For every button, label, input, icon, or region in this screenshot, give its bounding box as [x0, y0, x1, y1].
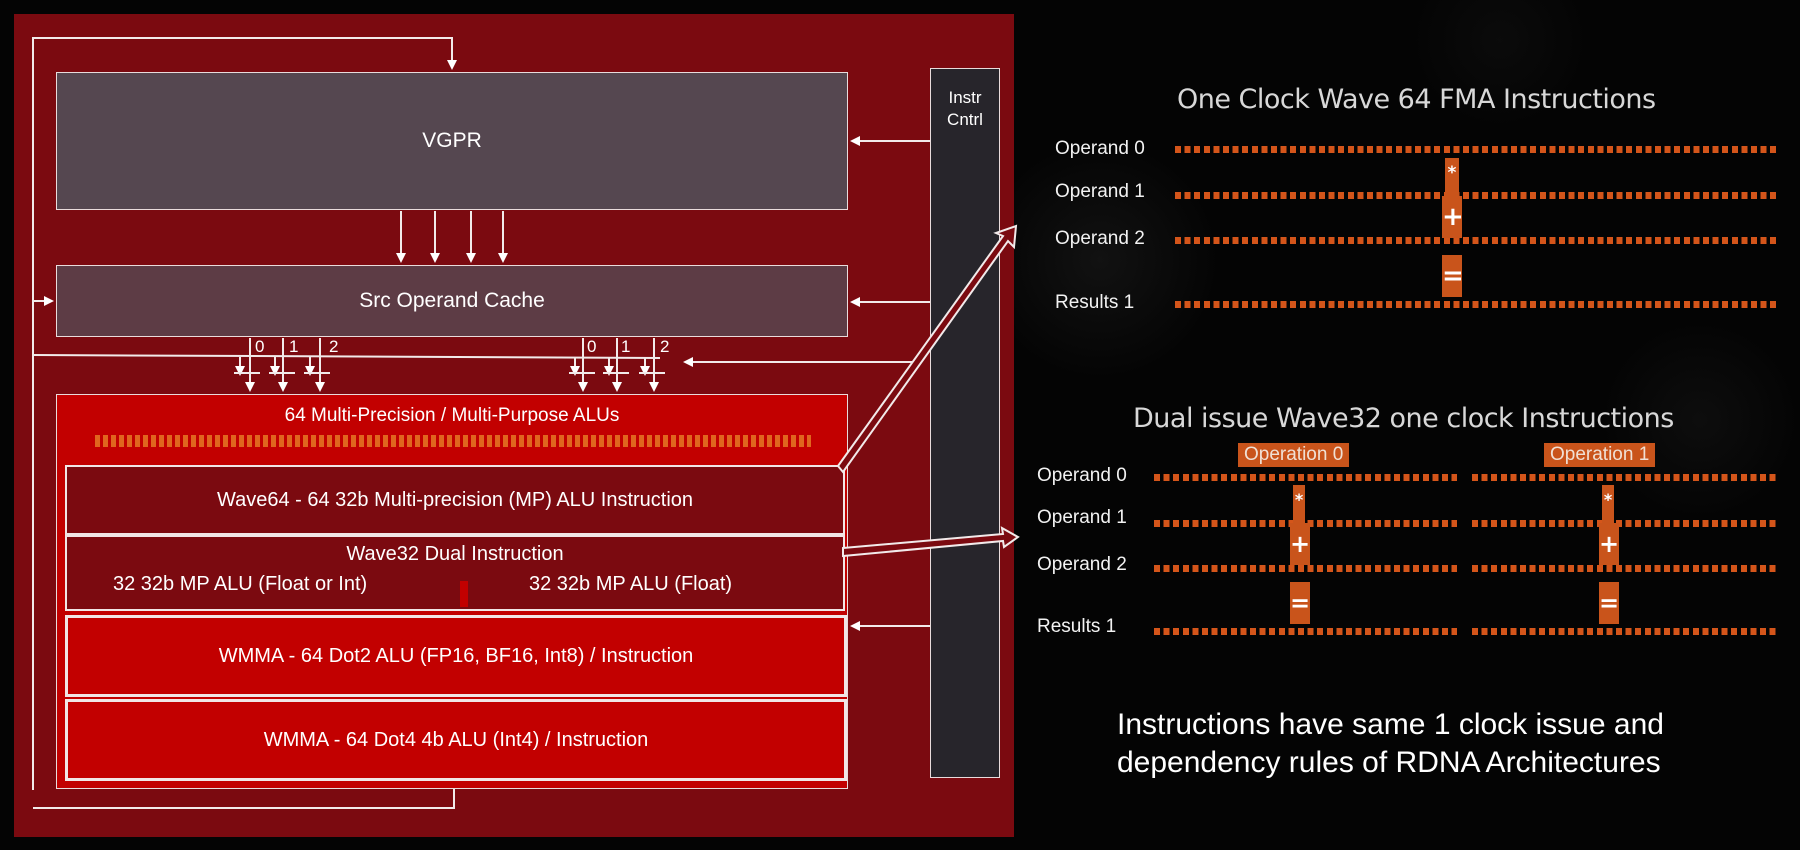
instr-cntrl-label: Instr Cntrl [947, 88, 983, 129]
op0-add-op: + [1290, 523, 1310, 565]
op0-operand-2-lanes [1154, 565, 1457, 572]
wave32-divider [460, 581, 468, 607]
wmma-dot2-row: WMMA - 64 Dot2 ALU (FP16, BF16, Int8) / … [65, 615, 847, 697]
dual-operand-2-label: Operand 2 [1037, 554, 1127, 575]
fma-section-title: One Clock Wave 64 FMA Instructions [1177, 84, 1656, 115]
vgpr-block: VGPR [56, 72, 848, 210]
op1-operand-0-lanes [1472, 474, 1778, 481]
src-operand-cache-label: Src Operand Cache [359, 289, 545, 312]
fma-operand-0-lanes [1175, 146, 1780, 153]
fma-add-op: + [1442, 196, 1464, 238]
wave32-title: Wave32 Dual Instruction [346, 543, 564, 565]
vgpr-label: VGPR [422, 129, 482, 152]
wave32-dual-row: Wave32 Dual Instruction 32 32b MP ALU (F… [65, 535, 845, 611]
dual-operand-1-label: Operand 1 [1037, 507, 1127, 528]
op1-multiply-op: * [1602, 485, 1614, 523]
wave64-row: Wave64 - 64 32b Multi-precision (MP) ALU… [65, 465, 845, 535]
wave32-left-alu: 32 32b MP ALU (Float or Int) [113, 573, 368, 595]
wmma-dot2-label: WMMA - 64 Dot2 ALU (FP16, BF16, Int8) / … [218, 644, 694, 667]
op0-results-lanes [1154, 628, 1457, 635]
dual-results-label: Results 1 [1037, 616, 1117, 637]
fma-results-lanes [1175, 301, 1780, 308]
fma-results-label: Results 1 [1055, 292, 1135, 313]
wave32-right-alu: 32 32b MP ALU (Float) [529, 573, 733, 595]
fma-operand-1-label: Operand 1 [1055, 181, 1145, 202]
op1-result-op: = [1599, 582, 1619, 624]
alu-lanes-strip [95, 435, 811, 447]
op1-results-lanes [1472, 628, 1778, 635]
fma-operand-0-label: Operand 0 [1055, 138, 1145, 159]
op0-operand-0-lanes [1154, 474, 1457, 481]
alu-group-title: 64 Multi-Precision / Multi-Purpose ALUs [284, 405, 620, 426]
dual-section-title: Dual issue Wave32 one clock Instructions [1133, 403, 1674, 434]
alu-group-block: 64 Multi-Precision / Multi-Purpose ALUs … [56, 394, 848, 789]
op0-result-op: = [1290, 582, 1310, 624]
fma-result-op: = [1442, 255, 1464, 297]
fma-operand-2-lanes [1175, 237, 1780, 244]
operation-1-header: Operation 1 [1544, 443, 1656, 467]
fma-operand-2-label: Operand 2 [1055, 228, 1145, 249]
src-operand-cache-block: Src Operand Cache [56, 265, 848, 337]
op0-multiply-op: * [1293, 485, 1305, 523]
fma-operand-1-lanes [1175, 192, 1780, 199]
op1-add-op: + [1599, 523, 1619, 565]
instr-cntrl-block: Instr Cntrl [930, 68, 1000, 778]
wmma-dot4-row: WMMA - 64 Dot4 4b ALU (Int4) / Instructi… [65, 699, 847, 781]
op1-operand-1-lanes [1472, 520, 1778, 527]
wave64-label: Wave64 - 64 32b Multi-precision (MP) ALU… [216, 488, 694, 511]
operation-0-header: Operation 0 [1238, 443, 1350, 467]
fma-multiply-op: * [1445, 158, 1459, 196]
op1-operand-2-lanes [1472, 565, 1778, 572]
footer-note: Instructions have same 1 clock issue and… [1117, 708, 1664, 779]
dual-operand-0-label: Operand 0 [1037, 465, 1127, 486]
wmma-dot4-label: WMMA - 64 Dot4 4b ALU (Int4) / Instructi… [263, 728, 649, 751]
